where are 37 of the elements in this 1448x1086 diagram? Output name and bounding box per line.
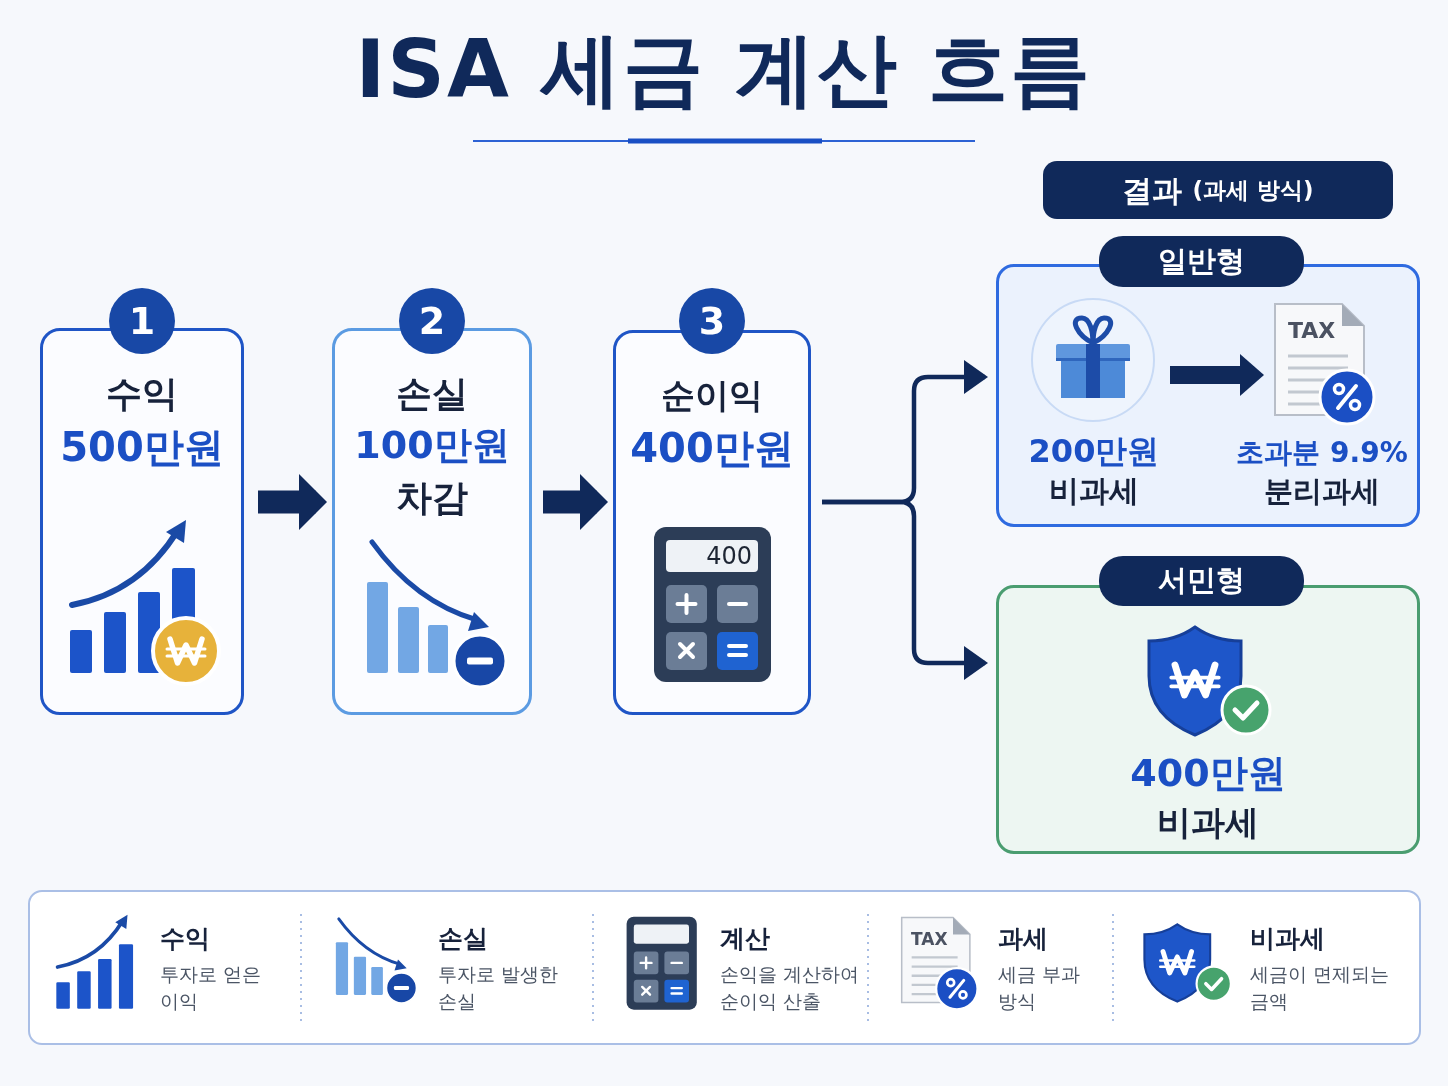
amount-text: 200만원 <box>1028 431 1160 471</box>
step-number-badge: 2 <box>399 288 465 354</box>
result-text: 비과세 <box>1157 800 1259 844</box>
legend-label: 과세 <box>998 923 1048 955</box>
display-value: 400 <box>706 541 752 571</box>
title-pill: 서민형 <box>1099 556 1304 606</box>
legend-description: 세금 부과 방식 <box>998 962 1082 1014</box>
step-number-badge: 1 <box>109 288 175 354</box>
block-arrow <box>258 474 327 530</box>
amount-text: 100만원 <box>354 422 510 469</box>
card-title: 수익 <box>106 371 178 416</box>
legend-label: 수익 <box>160 923 210 955</box>
legend-label: 손실 <box>438 923 488 955</box>
block-arrow <box>1170 354 1264 396</box>
amount-text: 400만원 <box>1130 750 1286 797</box>
header-pill: 결과 (과세 방식) <box>1043 161 1393 219</box>
amount-text: 500만원 <box>60 423 224 472</box>
legend-label: 계산 <box>720 923 770 955</box>
block-arrow <box>543 474 608 530</box>
card-title: 순이익 <box>661 373 763 417</box>
arrow <box>822 499 988 680</box>
legend-description: 손익을 계산하여 순이익 산출 <box>720 962 861 1014</box>
result-text: 비과세 <box>1049 472 1139 510</box>
title-pill: 일반형 <box>1099 236 1304 287</box>
legend-description: 투자로 발생한 손실 <box>438 962 560 1014</box>
amount-text: 400만원 <box>630 424 794 473</box>
card-title: 손실 <box>396 371 468 416</box>
title: ISA 세금 계산 흐름 <box>355 22 1093 118</box>
document-text: TAX <box>1288 317 1336 345</box>
legend-label: 비과세 <box>1250 923 1325 955</box>
legend-description: 투자로 얻은 이익 <box>160 962 263 1014</box>
card-text: 차감 <box>396 475 468 520</box>
document-text: TAX <box>911 928 948 950</box>
amount-text: 초과분 9.9% <box>1236 434 1408 470</box>
step-number-badge: 3 <box>679 288 745 354</box>
legend-description: 세금이 면제되는 금액 <box>1250 962 1391 1014</box>
result-text: 분리과세 <box>1264 473 1380 509</box>
